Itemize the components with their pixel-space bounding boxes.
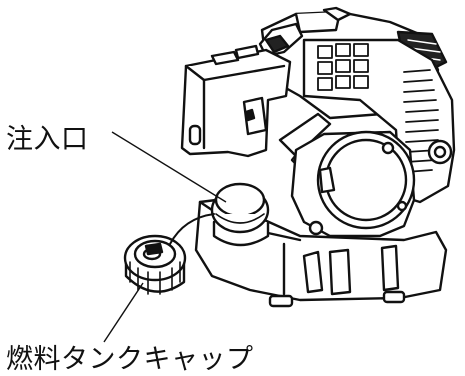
leader-line-fuel-tank-cap	[103, 282, 144, 343]
cap-retention-strap	[169, 213, 215, 245]
label-fuel-tank-cap: 燃料タンクキャップ	[6, 344, 254, 375]
fuel-tank-cap	[123, 234, 187, 295]
air-filter-box	[180, 44, 292, 158]
leader-line-filler-port	[111, 131, 227, 203]
label-filler-port: 注入口	[6, 124, 89, 155]
filler-port	[210, 182, 270, 247]
cooling-fin-housing	[302, 38, 456, 204]
spark-plug-fitting	[258, 22, 304, 58]
starter-cover	[290, 130, 416, 238]
